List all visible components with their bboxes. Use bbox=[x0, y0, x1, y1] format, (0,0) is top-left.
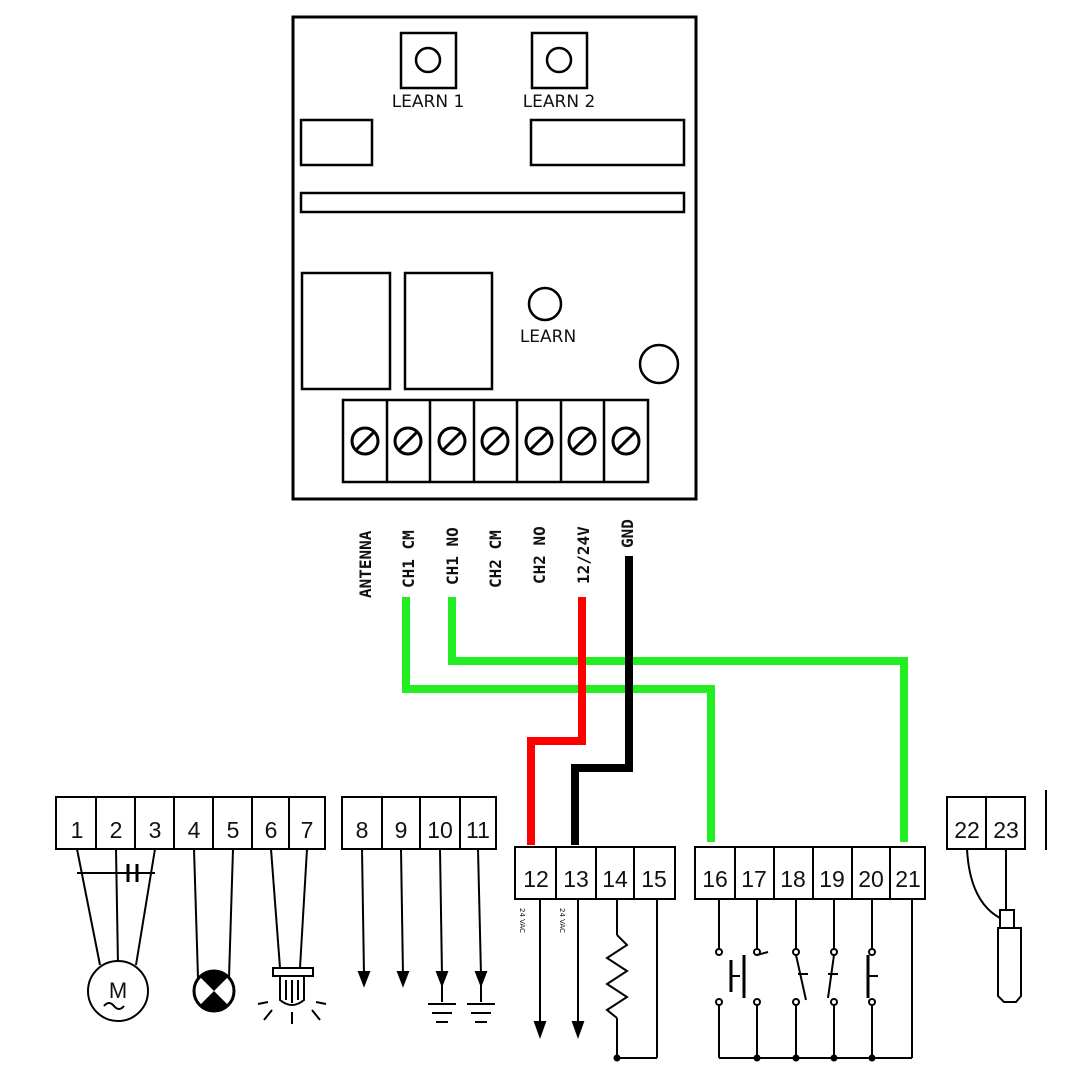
relay-1 bbox=[300, 271, 392, 391]
lamp-icon bbox=[192, 848, 236, 1013]
terminal-label-gnd: GND bbox=[618, 519, 637, 548]
learn-button[interactable] bbox=[527, 286, 563, 322]
terminal-number: 4 bbox=[188, 817, 201, 843]
wire-power bbox=[527, 597, 586, 845]
terminal-number: 11 bbox=[466, 817, 490, 843]
flashing-light-icon bbox=[257, 848, 327, 1024]
terminal-number: 13 bbox=[563, 866, 589, 892]
terminal-number: 7 bbox=[301, 817, 314, 843]
terminal-number: 12 bbox=[523, 866, 549, 892]
learn2-button[interactable] bbox=[530, 31, 589, 90]
receiver-module: LEARN 1 LEARN 2 LEARN bbox=[291, 15, 698, 501]
terminal-number: 6 bbox=[265, 817, 278, 843]
relay-2 bbox=[403, 271, 494, 391]
motor-icon bbox=[76, 848, 156, 1022]
terminal-label-antenna: ANTENNA bbox=[356, 530, 375, 598]
terminal-number: 23 bbox=[993, 817, 1019, 843]
chip-right bbox=[529, 118, 686, 167]
terminal-label-ch1-no: CH1 NO bbox=[443, 527, 462, 585]
terminal-number: 5 bbox=[227, 817, 240, 843]
module-terminal-labels: ANTENNA CH1 CM CH1 NO CH2 CM CH2 NO 12/2… bbox=[356, 519, 637, 598]
strip-component bbox=[299, 191, 686, 214]
terminal-block-16-21: 16 17 18 19 20 21 bbox=[694, 846, 926, 900]
terminal-screw bbox=[350, 426, 380, 456]
terminal-block-8-11: 8 9 10 11 bbox=[341, 796, 497, 850]
module-terminal-block bbox=[341, 398, 650, 484]
motor-label: M bbox=[109, 978, 127, 1003]
terminal-screw bbox=[611, 426, 641, 456]
voltage-note: 24 VAC bbox=[558, 908, 566, 933]
terminal-number: 18 bbox=[780, 866, 806, 892]
led-indicator bbox=[638, 343, 680, 385]
terminal-number: 19 bbox=[819, 866, 845, 892]
voltage-note: 24 VAC bbox=[518, 908, 526, 933]
terminal-label-12-24v: 12/24V bbox=[574, 526, 593, 584]
wire-ch1-no bbox=[448, 597, 908, 842]
learn1-label: LEARN 1 bbox=[392, 92, 465, 112]
ground-icon bbox=[428, 985, 495, 1023]
terminal-screw bbox=[480, 426, 510, 456]
learn-label: LEARN bbox=[520, 327, 576, 347]
terminal-number: 9 bbox=[395, 817, 408, 843]
chip-left bbox=[299, 118, 374, 167]
terminal-screw bbox=[437, 426, 467, 456]
accessory-power-arrows bbox=[533, 899, 585, 1039]
terminal-number: 3 bbox=[149, 817, 162, 843]
output-arrows bbox=[357, 848, 488, 988]
wire-ground bbox=[571, 556, 633, 845]
terminal-number: 16 bbox=[702, 866, 728, 892]
terminal-label-ch2-cm: CH2 CM bbox=[486, 530, 505, 588]
antenna-icon bbox=[966, 848, 1022, 1003]
terminal-number: 15 bbox=[641, 866, 667, 892]
terminal-block-22-23: 22 23 bbox=[946, 790, 1047, 850]
terminal-number: 17 bbox=[741, 866, 767, 892]
terminal-number: 8 bbox=[356, 817, 369, 843]
terminal-number: 20 bbox=[858, 866, 884, 892]
wire-ch1-cm bbox=[402, 597, 715, 842]
terminal-number: 10 bbox=[427, 817, 453, 843]
terminal-number: 2 bbox=[110, 817, 123, 843]
terminal-number: 22 bbox=[954, 817, 980, 843]
terminal-number: 21 bbox=[895, 866, 921, 892]
terminal-label-ch2-no: CH2 NO bbox=[530, 526, 549, 584]
safety-switches-icon bbox=[713, 899, 913, 1062]
terminal-number: 14 bbox=[602, 866, 628, 892]
learn2-label: LEARN 2 bbox=[523, 92, 596, 112]
terminal-screw bbox=[524, 426, 554, 456]
terminal-screw bbox=[393, 426, 423, 456]
wires bbox=[402, 556, 908, 845]
terminal-block-12-15: 12 13 14 15 bbox=[514, 846, 676, 900]
resistor-icon bbox=[605, 899, 658, 1062]
terminal-number: 1 bbox=[71, 817, 84, 843]
terminal-screw bbox=[567, 426, 597, 456]
terminal-label-ch1-cm: CH1 CM bbox=[399, 530, 418, 588]
learn1-button[interactable] bbox=[399, 31, 458, 90]
terminal-block-1-7: 1 2 3 4 5 6 7 bbox=[55, 796, 326, 850]
